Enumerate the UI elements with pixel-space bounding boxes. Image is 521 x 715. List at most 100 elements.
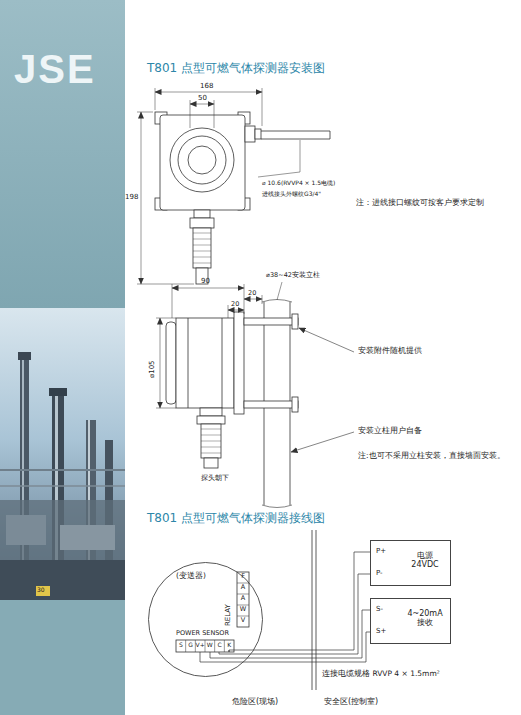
drawing-part [255, 129, 261, 139]
drawing-part [137, 284, 194, 285]
node-text: 4~20mA 接收 [403, 609, 447, 627]
drawing-stroke [193, 245, 211, 246]
drawing-part [261, 139, 330, 140]
drawing-part [222, 318, 223, 408]
note: 注：进线接口螺纹可按客户要求定制 [356, 199, 484, 208]
drawing-part [0, 308, 125, 600]
drawing-part [18, 352, 31, 360]
terminal-pin: S+ [376, 627, 386, 635]
drawing-part [245, 126, 255, 142]
zone-label: 安全区(控制室) [324, 697, 378, 706]
terminal-pin: S [176, 642, 186, 649]
thread-note: 进线接头外螺纹G3/4" [262, 191, 321, 198]
drawing-part [186, 640, 225, 652]
drawing-part [291, 432, 354, 452]
drawing-stroke [193, 233, 211, 234]
drawing-part [229, 650, 254, 652]
cable-note: ⌀ 10.6(RVVP4 × 1.5电缆) [262, 180, 335, 187]
drawing-part [299, 328, 354, 352]
callout: 安装立柱用户自备 [358, 427, 422, 436]
drawing-part [200, 408, 222, 416]
dimension: ⌀105 [148, 360, 156, 378]
brand-logo: JSE [14, 46, 96, 92]
drawing-part [228, 310, 244, 311]
drawing-title: T801 点型可燃气体探测器安装图 [147, 62, 325, 76]
drawing-part [176, 318, 234, 408]
drawing-part [316, 530, 317, 690]
drawing-part [176, 640, 234, 652]
drawing-stroke [201, 429, 221, 430]
drawing-part [262, 295, 263, 304]
drawing-part [201, 429, 221, 453]
drawing-part [36, 586, 50, 596]
drawing-part [234, 312, 244, 414]
drawing-part [155, 92, 262, 93]
dimension: 198 [125, 193, 138, 201]
terminal-pin: P- [376, 569, 383, 577]
drawing-part [156, 318, 176, 319]
node-text: (变送器) [176, 572, 206, 581]
drawing-part [228, 305, 229, 318]
transmitter-circle: (变送器) [148, 562, 263, 677]
terminal-pin: S- [376, 605, 383, 613]
wire-connector [244, 610, 370, 662]
drawing-part [160, 115, 245, 210]
drawing-stroke [214, 640, 215, 652]
terminal-pin: V [237, 617, 249, 624]
section-title: T801 点型可燃气体探测器接线图 [147, 512, 325, 526]
signal-receiver-box: S- S+ 4~20mA 接收 [370, 598, 451, 644]
drawing-part [160, 318, 161, 408]
callout: 探头朝下 [201, 474, 229, 482]
circle-outline [149, 563, 263, 677]
drawing-stroke [185, 640, 186, 652]
drawing-stroke [201, 441, 221, 442]
drawing-part [155, 88, 156, 110]
sidebar-ground [0, 0, 125, 715]
drawing-part [277, 282, 282, 300]
drawing-part [172, 288, 244, 289]
terminal-pin: C [215, 642, 225, 649]
drawing-part [193, 228, 211, 268]
terminal-pin: W [205, 642, 215, 649]
dimension: 20 [248, 290, 256, 297]
drawing-part [258, 140, 300, 177]
plant-photo [0, 308, 125, 600]
drawing-part [194, 210, 210, 218]
terminal-pin: W [237, 606, 249, 613]
drawing-part [244, 299, 262, 300]
drawing-part [210, 652, 248, 658]
drawing-part [178, 136, 226, 184]
node-text: 电源 24VDC [403, 551, 447, 569]
drawing-part [330, 131, 331, 139]
drawing-stroke [201, 453, 221, 454]
drawing-part [0, 469, 125, 471]
dimension: 50 [198, 94, 207, 102]
terminal-pin: G [186, 642, 196, 649]
terminal-block-name: POWER SENSOR [176, 630, 229, 637]
drawing-part [312, 530, 313, 690]
dimension: 168 [200, 82, 213, 90]
drawing-stroke [193, 257, 211, 258]
drawing-part [0, 485, 125, 487]
terminal-pin: A [237, 595, 249, 602]
side-view [156, 282, 354, 508]
power-supply-box: P+P-电源 24VDC [370, 540, 451, 586]
dimension: 20 [231, 301, 239, 308]
sidebar [0, 0, 125, 715]
terminal-pin: K [224, 642, 234, 649]
drawing-part [292, 314, 298, 329]
drawing-part [60, 525, 115, 550]
drawing-stroke [193, 239, 211, 240]
terminal-pin: V+ [195, 642, 205, 649]
drawing-part [292, 397, 298, 412]
terminal-block-name: RELAY [224, 604, 232, 626]
callout: 安装附件随机提供 [358, 347, 422, 356]
drawing-part [200, 652, 244, 662]
drawing-part [262, 88, 263, 126]
drawing-part [244, 318, 298, 325]
cable-spec: 连接电缆规格 RVVP 4 × 1.5mm² [322, 670, 440, 679]
drawing-part [141, 112, 142, 284]
dimension: ⌀38~42安装立柱 [266, 272, 320, 279]
drawing-part [244, 401, 298, 408]
wiring-layout [176, 530, 316, 690]
